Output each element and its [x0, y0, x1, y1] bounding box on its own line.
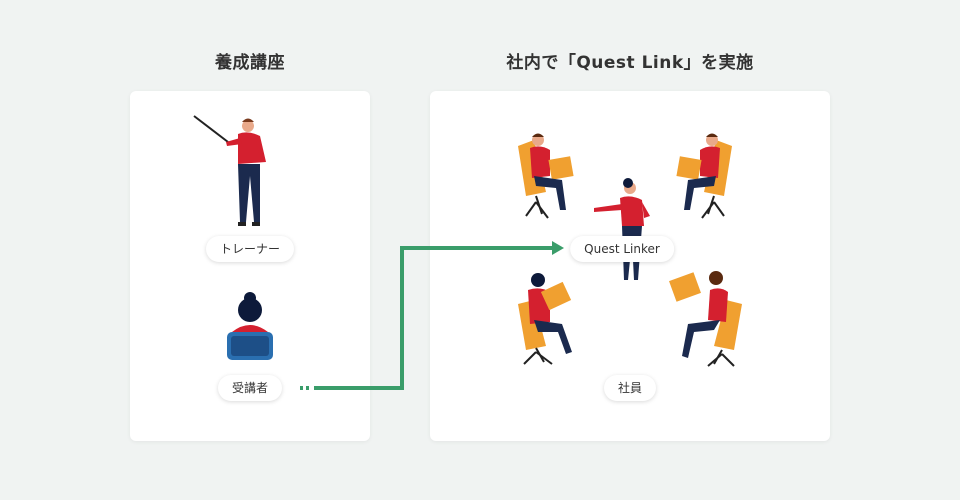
section-title-training: 養成講座: [130, 48, 370, 73]
quest-linker-figure: [590, 178, 654, 288]
trainee-figure: [222, 292, 278, 362]
employee-seated-top-left: [512, 130, 582, 222]
trainee-label: 受講者: [218, 375, 282, 401]
section-title-in-house: 社内で「Quest Link」を実施: [430, 48, 830, 73]
employee-seated-bottom-left: [514, 270, 588, 366]
trainer-figure: [190, 112, 280, 230]
quest-linker-label: Quest Linker: [570, 236, 674, 262]
employee-seated-bottom-right: [664, 266, 746, 368]
employees-label: 社員: [604, 375, 656, 401]
trainer-label: トレーナー: [206, 236, 294, 262]
employee-seated-top-right: [668, 130, 738, 222]
